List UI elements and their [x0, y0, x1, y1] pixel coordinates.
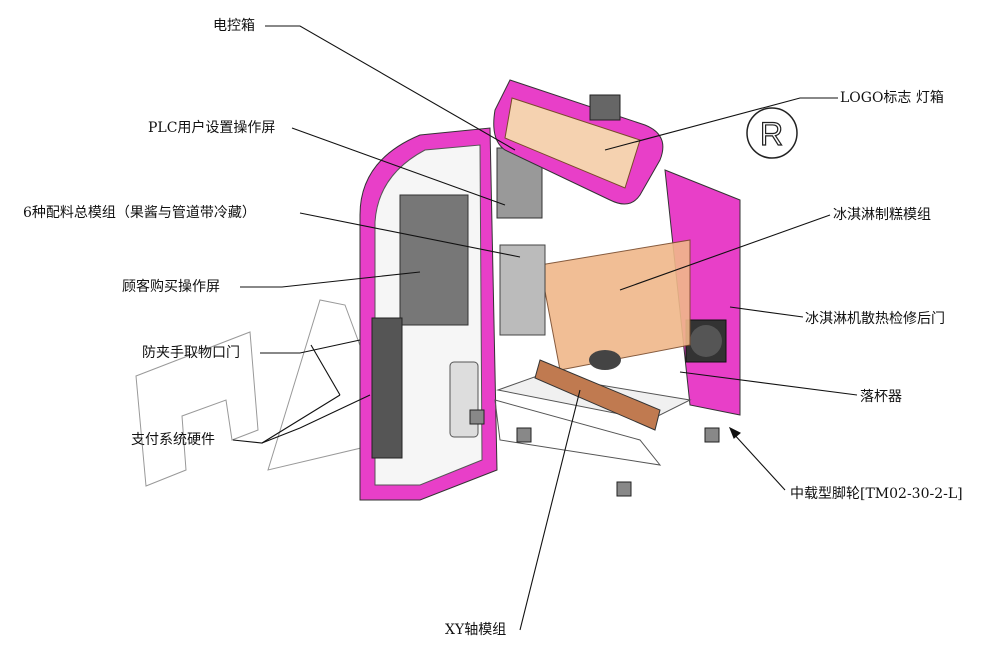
logo-lightbox — [493, 79, 664, 205]
registered-mark-icon: R — [746, 107, 798, 159]
leader-lines — [232, 25, 858, 631]
label-cup-dispenser: 落杯器 — [860, 389, 902, 405]
frame — [494, 147, 692, 466]
label-topping-module: 6种配料总模组（果酱与管道带冷藏） — [23, 205, 256, 221]
xy-axis — [534, 359, 661, 431]
payment-unit — [371, 317, 403, 459]
rear-panel — [664, 169, 741, 416]
label-payment-hardware: 支付系统硬件 — [131, 432, 215, 448]
watermark-ha — [135, 299, 396, 487]
label-xy-axis: XY轴模组 — [445, 622, 507, 638]
label-plc-screen: PLC用户设置操作屏 — [148, 120, 276, 136]
label-customer-screen: 顾客购买操作屏 — [122, 279, 220, 295]
label-pickup-door: 防夹手取物口门 — [142, 345, 240, 361]
label-caster: 中载型脚轮[TM02-30-2-L] — [790, 486, 963, 502]
label-rear-door: 冰淇淋机散热检修后门 — [805, 311, 945, 327]
customer-screen — [399, 194, 469, 326]
label-control-box: 电控箱 — [213, 18, 255, 34]
casters — [469, 409, 720, 497]
svg-text:R: R — [760, 116, 783, 152]
label-icecream-module: 冰淇淋制糕模组 — [833, 207, 931, 223]
front-door — [359, 127, 498, 501]
label-logo-lightbox: LOGO标志 灯箱 — [840, 90, 944, 106]
